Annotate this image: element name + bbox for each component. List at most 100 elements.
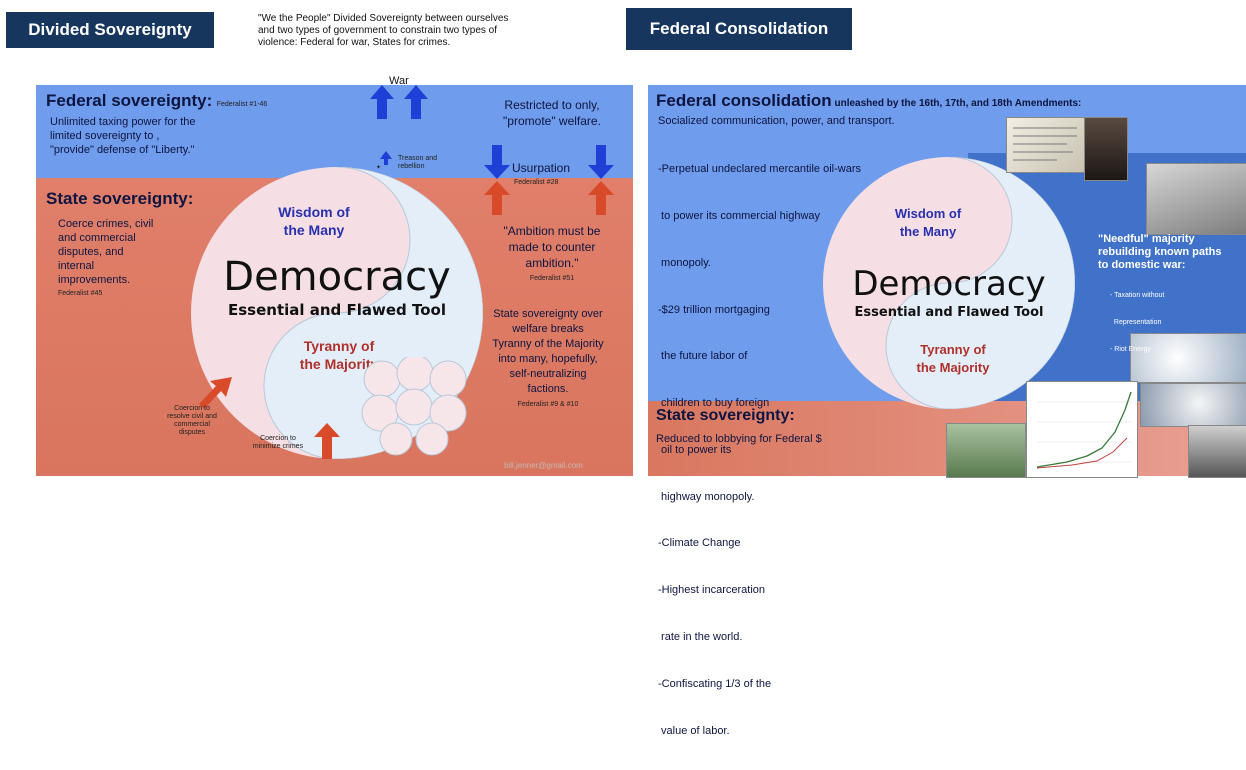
usurpation-down-arrow-left-icon: [484, 145, 510, 179]
svg-text:✦: ✦: [376, 164, 381, 169]
state-sovereignty-title-right: State sovereignty:: [656, 407, 795, 424]
cemetery-photo: [946, 423, 1026, 478]
bullet-line: -Climate Change: [658, 537, 741, 550]
war-arrows-icon: [370, 85, 428, 119]
wisdom-line: Wisdom of: [278, 204, 350, 220]
tyranny-of-majority-right: Tyranny of the Majority: [898, 341, 1008, 377]
coercion-line: Coercion to: [260, 435, 296, 442]
tyranny-of-majority: Tyranny of the Majority: [284, 337, 394, 373]
state-over-welfare: State sovereignty over welfare breaks Ty…: [466, 307, 630, 412]
state-body-line: internal: [58, 260, 95, 272]
quote-line: violence: Federal for war, States for cr…: [258, 37, 451, 48]
coercion-line: resolve civil and: [167, 413, 217, 420]
state-over-line: self-neutralizing: [509, 368, 587, 380]
coercion-line: commercial: [174, 421, 210, 428]
treason-arrow-icon: ✦: [376, 151, 392, 169]
war-label: War: [389, 75, 409, 87]
bullet-line: -Highest incarceration: [658, 584, 765, 597]
storm-photo-2: [1140, 383, 1246, 427]
portrait-photo: [1084, 117, 1128, 181]
essential-subtitle: Essential and Flawed Tool: [227, 301, 446, 319]
state-over-line: State sovereignty over: [493, 308, 603, 320]
needful-line: rebuilding known paths: [1098, 246, 1222, 258]
usurpation-down-arrow-right-icon: [588, 145, 614, 179]
yin-yang-graphic-right: [885, 157, 1075, 409]
federal-consolidation-title: Federal consolidation: [656, 91, 832, 110]
tyranny-line: Tyranny of: [920, 342, 986, 357]
needful-item: Representation: [1110, 319, 1162, 326]
tab-federal-consolidation-label: Federal Consolidation: [649, 19, 829, 38]
wisdom-line: the Many: [899, 224, 957, 239]
bullet-line: -$29 trillion mortgaging: [658, 303, 770, 316]
state-body-line: disputes, and: [58, 246, 124, 258]
usurpation-ref: Federalist #28: [514, 179, 559, 186]
tyranny-line: Tyranny of: [303, 338, 375, 354]
wisdom-line: the Many: [283, 222, 345, 238]
restricted-line: Restricted to only,: [504, 98, 600, 112]
bullet-line: rate in the world.: [658, 631, 743, 643]
coercion-arrow-crimes-icon: [314, 423, 340, 459]
tyranny-line: the Majority: [916, 360, 990, 375]
federal-sovereignty-title: Federal sovereignty:: [46, 91, 213, 110]
federal-sovereignty-heading: Federal sovereignty: Federalist #1-46: [46, 91, 267, 111]
restricted-welfare: Restricted to only, "promote" welfare.: [482, 97, 622, 129]
protest-photo: [1188, 425, 1246, 478]
quote-line: "We the People" Divided Sovereignty betw…: [258, 13, 509, 24]
treason-line: Treason and: [398, 155, 438, 162]
state-reduced-line: Reduced to lobbying for Federal $: [656, 433, 822, 445]
treason-label: Treason and rebellion: [398, 155, 437, 171]
state-over-line: factions.: [527, 383, 569, 395]
ambition-line: made to counter: [508, 240, 596, 254]
yin-yang-graphic: [263, 167, 483, 459]
ambition-up-arrow-right-icon: [588, 181, 614, 215]
usurpation-label: Usurpation: [512, 161, 571, 175]
ambition-line: "Ambition must be: [503, 224, 601, 238]
right-panel: Wisdom of the Many Democracy Essential a…: [648, 85, 1246, 737]
federal-band: [36, 85, 633, 178]
federal-consolidation-heading: Federal consolidation unleashed by the 1…: [656, 91, 1081, 111]
federal-consolidation-subtitle: unleashed by the 16th, 17th, and 18th Am…: [831, 98, 1082, 109]
storm-photo-1: [1130, 333, 1246, 383]
ambition-line: ambition.": [525, 256, 579, 270]
democracy-title-right: Democracy: [852, 264, 1046, 304]
bullet-line: -Confiscating 1/3 of the: [658, 677, 772, 690]
democracy-title: Democracy: [223, 254, 451, 300]
needful-line: to domestic war:: [1098, 259, 1186, 271]
historical-document-photo: [1006, 117, 1086, 173]
bullet-line: the future labor of: [658, 350, 748, 363]
tab-divided-sovereignty: Divided Sovereignty: [6, 12, 214, 48]
democracy-circle-right: [823, 157, 1075, 409]
state-body-line: improvements.: [58, 274, 131, 286]
wisdom-line: Wisdom of: [894, 206, 962, 221]
bullet-line: -Perpetual undeclared mercantile oil-war…: [658, 163, 861, 176]
ambition-up-arrow-left-icon: [484, 181, 510, 215]
bullet-line: value of labor.: [658, 724, 730, 737]
bullet-line: highway monopoly.: [658, 490, 755, 503]
growth-chart-image: [1026, 381, 1138, 478]
needful-majority: "Needful" majority rebuilding known path…: [1098, 233, 1221, 272]
coercion-line: disputes: [178, 429, 206, 436]
email-watermark: bill.jenner@gmail.com: [504, 461, 583, 470]
coercion-line: minimize crimes: [252, 443, 304, 450]
coercion-civil-label: Coercion to resolve civil and commercial…: [162, 405, 222, 437]
federal-body-line: limited sovereignty to ,: [50, 130, 160, 142]
federal-body: Unlimited taxing power for the limited s…: [50, 115, 196, 157]
bullet-line: to power its commercial highway: [658, 209, 821, 222]
state-over-ref: Federalist #9 & #10: [517, 401, 579, 408]
restricted-line: "promote" welfare.: [503, 114, 601, 128]
needful-item: - Riot Energy: [1110, 346, 1151, 353]
wisdom-of-the-many-right: Wisdom of the Many: [878, 205, 978, 241]
ambition-quote: "Ambition must be made to counter ambiti…: [482, 223, 622, 287]
needful-item: - Taxation without: [1110, 292, 1165, 299]
tab-federal-consolidation: Federal Consolidation: [626, 8, 852, 50]
federal-body-line: Unlimited taxing power for the: [50, 116, 196, 128]
consolidation-bullets: -Perpetual undeclared mercantile oil-war…: [658, 131, 861, 770]
bullet-line: oil to power its: [658, 443, 732, 456]
socialized-line: Socialized communication, power, and tra…: [658, 115, 895, 127]
state-sovereignty-title: State sovereignty:: [46, 189, 194, 208]
state-over-line: into many, hopefully,: [498, 353, 598, 365]
ambition-ref: Federalist #51: [529, 275, 575, 282]
header-quote: "We the People" Divided Sovereignty betw…: [258, 13, 618, 49]
factions-bubbles: [361, 357, 467, 456]
quote-line: and two types of government to constrain…: [258, 25, 498, 36]
